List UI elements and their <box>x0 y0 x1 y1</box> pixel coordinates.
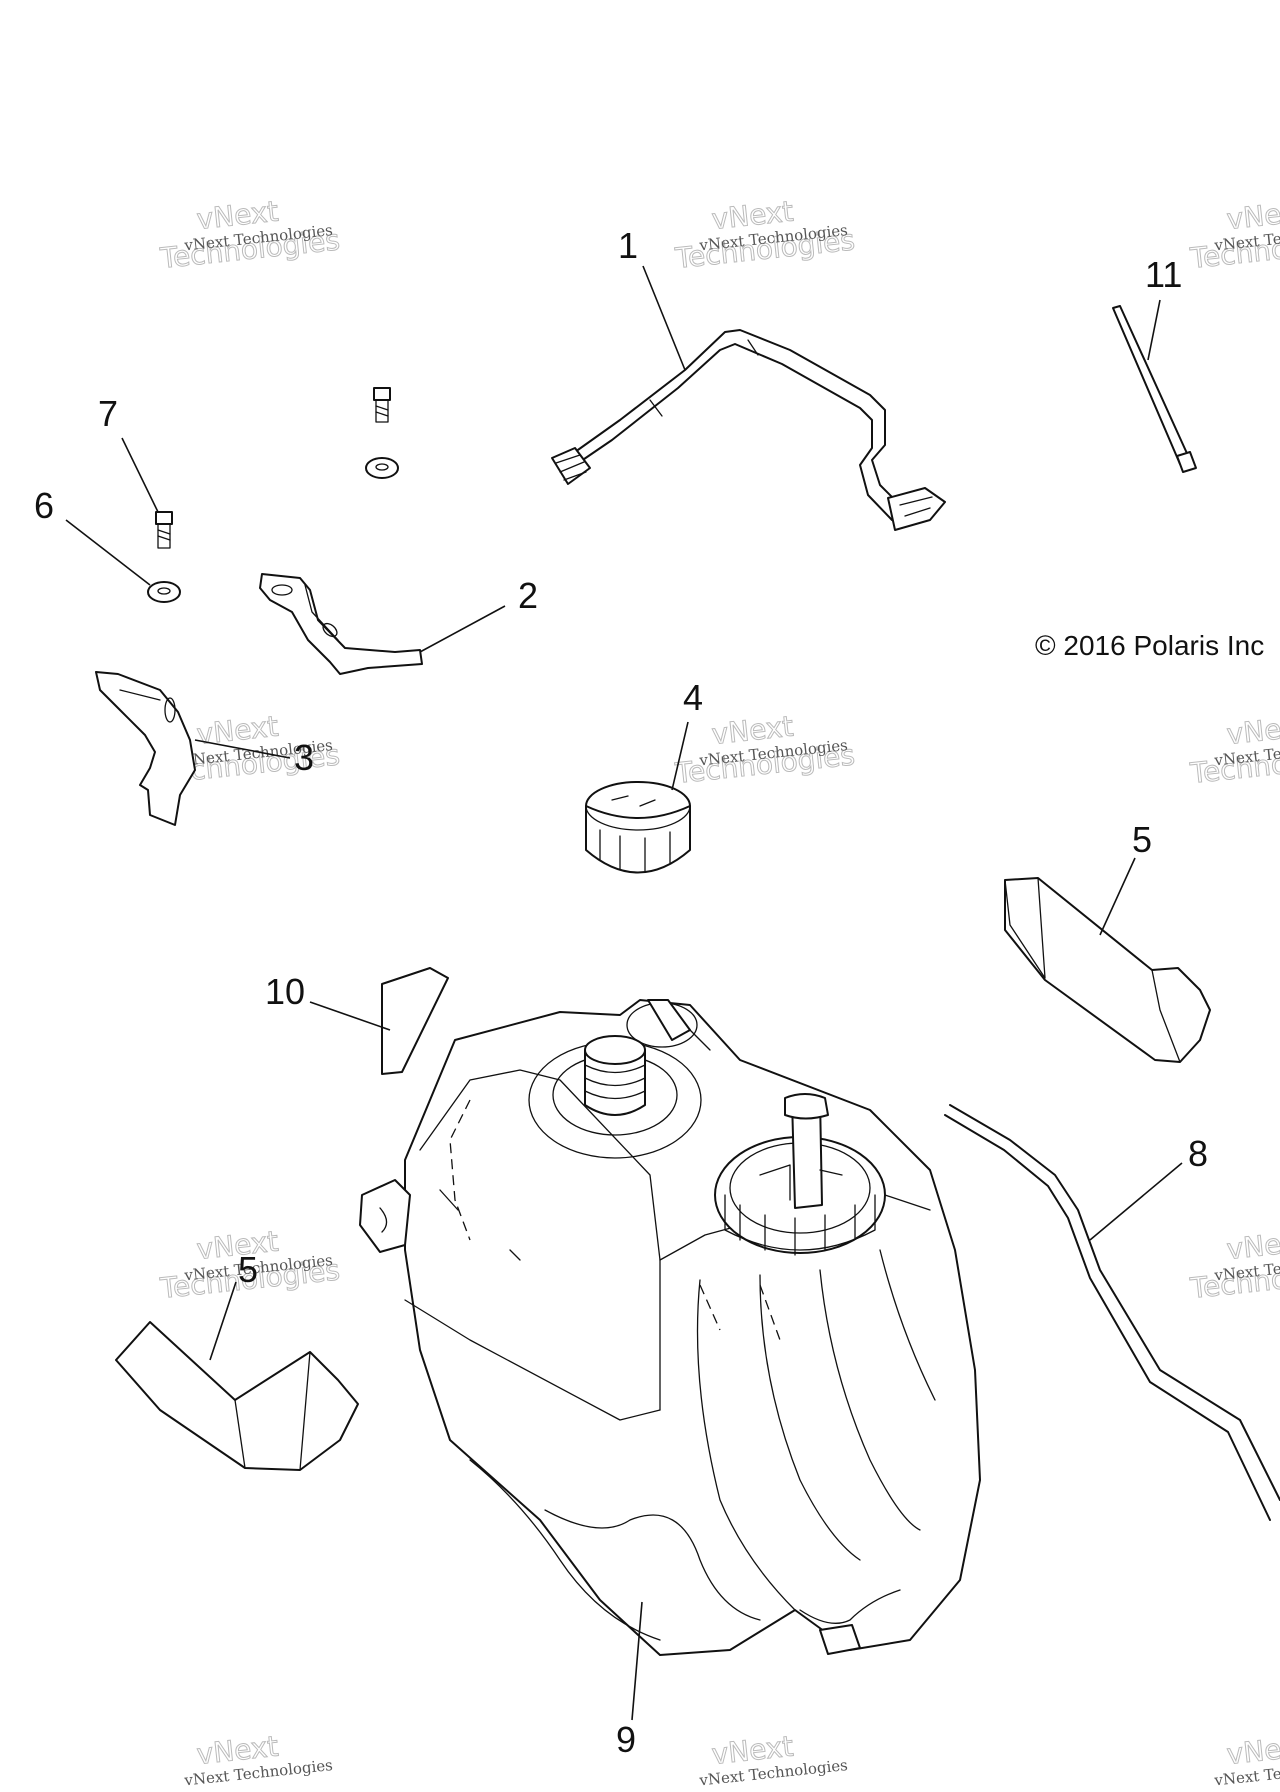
part-2-bracket <box>259 573 423 675</box>
callout-7: 7 <box>98 393 118 434</box>
callout-4: 4 <box>683 677 703 718</box>
bolt-upper <box>373 387 391 423</box>
watermark: vNext Technologies vNext Technologies <box>1188 709 1280 790</box>
washer-upper <box>365 457 399 479</box>
leader-6 <box>65 519 151 586</box>
part-10-pad <box>381 967 449 1075</box>
copyright-notice: © 2016 Polaris Inc <box>1035 630 1264 661</box>
callout-5b: 5 <box>238 1249 258 1290</box>
watermark: vNext vNext Technologies <box>183 1729 334 1789</box>
part-5-pad-left <box>115 1321 359 1471</box>
part-4-fuel-cap <box>585 781 691 874</box>
leader-4 <box>671 721 689 791</box>
part-11-cable-tie <box>1112 305 1197 473</box>
leader-5b <box>209 1281 237 1361</box>
callout-1: 1 <box>618 225 638 266</box>
part-8-vent-line <box>944 1104 1280 1521</box>
leader-3 <box>194 739 291 759</box>
part-3-bracket <box>95 671 196 826</box>
part-7-bolt <box>155 511 173 549</box>
watermark: vNext Technologies vNext Technologies <box>673 194 857 275</box>
callout-9: 9 <box>616 1719 636 1760</box>
watermark: vNext Technologies vNext Technologies <box>1188 1224 1280 1305</box>
callout-11: 11 <box>1145 254 1182 295</box>
part-9-fuel-tank <box>359 999 981 1656</box>
callout-3: 3 <box>294 737 314 778</box>
part-6-washer <box>147 581 181 603</box>
leader-8 <box>1089 1162 1183 1241</box>
watermark: vNext Technologies vNext Technologies <box>1188 194 1280 275</box>
leader-7 <box>121 437 159 513</box>
callout-5a: 5 <box>1132 819 1152 860</box>
callout-10: 10 <box>265 971 305 1012</box>
leader-1 <box>642 265 686 371</box>
leader-5a <box>1099 857 1136 936</box>
callout-6: 6 <box>34 485 54 526</box>
part-1-fuel-hose <box>551 329 946 531</box>
callout-8: 8 <box>1188 1133 1208 1174</box>
leader-11 <box>1147 299 1161 361</box>
part-5-pad-right <box>1004 877 1211 1063</box>
watermark: vNext Technologies vNext Technologies <box>158 194 342 275</box>
leader-2 <box>419 605 506 653</box>
leader-9 <box>631 1601 643 1721</box>
leader-10 <box>309 1001 391 1031</box>
callout-2: 2 <box>518 575 538 616</box>
watermark: vNext vNext Technologies <box>698 1729 849 1789</box>
watermark: vNext vNext Technologies <box>1213 1729 1280 1789</box>
